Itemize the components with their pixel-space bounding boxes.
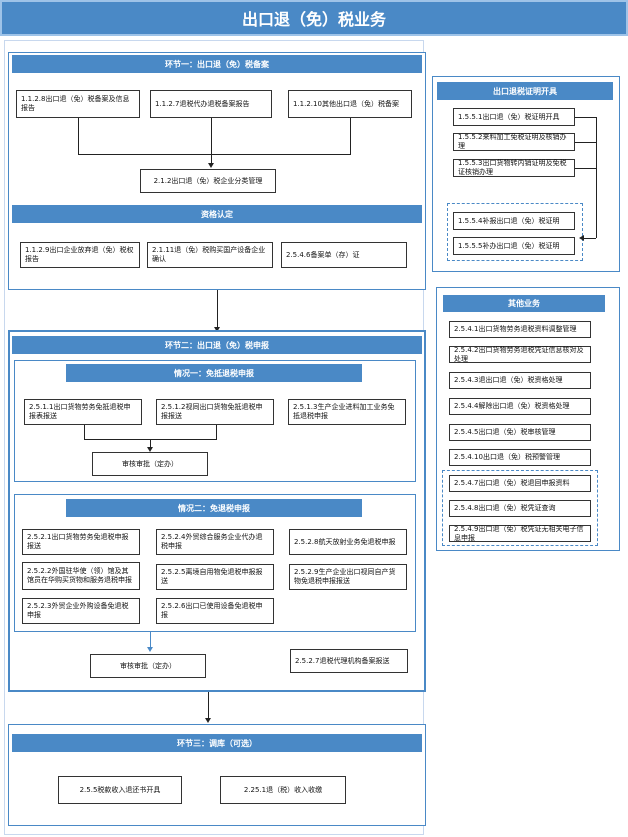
stage1-box-2[interactable]: 1.1.2.7退税代办退税备案报告 — [150, 90, 272, 118]
right2-item-1[interactable]: 2.5.4.1出口货物劳务退税资料调整管理 — [449, 321, 591, 338]
connector — [350, 118, 351, 154]
stage2-sub2-box-2[interactable]: 2.5.2.4外贸综合服务企业代办退税申报 — [156, 529, 274, 555]
stage2-header: 环节二：出口退（免）税申报 — [12, 336, 422, 354]
shared-box-1[interactable]: 1.1.2.9出口企业放弃退（免）税权报告 — [20, 242, 140, 268]
connector — [217, 290, 218, 328]
stage3-box-1[interactable]: 2.5.5税款收入退还书开具 — [58, 776, 182, 804]
stage1-box-3[interactable]: 1.1.2.10其他出口退（免）税备案 — [288, 90, 412, 118]
connector — [575, 142, 596, 143]
stage1-box-4[interactable]: 2.1.2出口退（免）税企业分类管理 — [140, 169, 276, 193]
stage2-sub2-box-5[interactable]: 2.5.2.5离境自用物免退税申报报送 — [156, 564, 274, 590]
stage3-box-2[interactable]: 2.25.1退（税）收入收缴 — [220, 776, 346, 804]
right1-header: 出口退税证明开具 — [437, 82, 613, 100]
right2-item-8[interactable]: 2.5.4.8出口退（免）税凭证查询 — [449, 500, 591, 517]
connector — [78, 118, 79, 154]
shared-box-2[interactable]: 2.1.11退（免）税购买国产设备企业确认 — [147, 242, 273, 268]
connector — [575, 168, 596, 169]
title-bar: 出口退（免）税业务 — [0, 0, 628, 36]
connector — [150, 632, 151, 648]
right2-item-9[interactable]: 2.5.4.9出口退（免）税凭证无相关电子信息申报 — [449, 525, 591, 542]
right2-item-6[interactable]: 2.5.4.10出口退（免）税预警管理 — [449, 449, 591, 466]
right2-item-7[interactable]: 2.5.4.7出口退（免）税退回申报资料 — [449, 475, 591, 492]
stage1-header: 环节一：出口退（免）税备案 — [12, 55, 422, 73]
right1-dashed-group — [447, 203, 583, 261]
stage2-sub2-header: 情况二：免退税申报 — [66, 499, 362, 517]
right2-item-3[interactable]: 2.5.4.3退出口退（免）税资格处理 — [449, 372, 591, 389]
arrow-down-icon — [214, 327, 220, 332]
stage2-sub2-box-4[interactable]: 2.5.2.2外国驻华使（领）馆及其馆员在华购买货物和服务退税申报 — [22, 562, 140, 590]
connector — [84, 425, 85, 439]
stage2-sub2-box-10[interactable]: 审核审批（定办） — [90, 654, 206, 678]
connector — [78, 154, 351, 155]
connector — [216, 425, 217, 439]
stage2-sub2-box-8[interactable]: 2.5.2.6出口已使用设备免退税申报 — [156, 598, 274, 624]
stage2-sub1-box-3[interactable]: 2.5.1.3生产企业进料加工业务免抵退税申报 — [288, 399, 406, 425]
connector — [596, 117, 597, 238]
stage2-sub1-box-4[interactable]: 审核审批（定办） — [92, 452, 208, 476]
right2-item-4[interactable]: 2.5.4.4解除出口退（免）税资格处理 — [449, 398, 591, 415]
connector — [211, 154, 212, 164]
arrow-down-icon — [147, 647, 153, 652]
stage1-box-1[interactable]: 1.1.2.8出口退（免）税备案及信息报告 — [16, 90, 140, 118]
stage2-sub2-box-9[interactable]: 2.5.2.7退税代理机构备案报送 — [290, 649, 408, 673]
right1-item-5[interactable]: 1.5.5.5补办出口退（免）税证明 — [453, 237, 575, 255]
stage2-sub1-header: 情况一：免抵退税申报 — [66, 364, 362, 382]
stage2-sub2-box-3[interactable]: 2.5.2.8航天放射业务免退税申报 — [289, 529, 407, 555]
right1-item-4[interactable]: 1.5.5.4补报出口退（免）税证明 — [453, 212, 575, 230]
arrow-left-icon — [579, 235, 584, 241]
right1-item-2[interactable]: 1.5.5.2来料加工免税证明及核销办理 — [453, 133, 575, 151]
arrow-down-icon — [147, 447, 153, 452]
arrow-down-icon — [205, 718, 211, 723]
right2-item-2[interactable]: 2.5.4.2出口货物劳务退税凭证信息核对及处理 — [449, 346, 591, 363]
right1-item-1[interactable]: 1.5.5.1出口退（免）税证明开具 — [453, 108, 575, 126]
right2-dashed-group — [442, 470, 598, 546]
shared-header: 资格认定 — [12, 205, 422, 223]
stage2-sub2-box-7[interactable]: 2.5.2.3外贸企业外购设备免退税申报 — [22, 598, 140, 624]
right2-item-5[interactable]: 2.5.4.5出口退（免）税审核管理 — [449, 424, 591, 441]
page-title: 出口退（免）税业务 — [241, 10, 386, 29]
arrow-down-icon — [208, 163, 214, 168]
stage2-sub1-box-2[interactable]: 2.5.1.2视同出口货物免抵退税申报报送 — [156, 399, 274, 425]
right2-header: 其他业务 — [443, 295, 605, 312]
right1-item-3[interactable]: 1.5.5.3出口货物转内销证明及免税证核销办理 — [453, 159, 575, 177]
stage2-sub1-box-1[interactable]: 2.5.1.1出口货物劳务免抵退税申报表报送 — [24, 399, 142, 425]
shared-box-3[interactable]: 2.5.4.6备案单（存）证 — [281, 242, 407, 268]
connector — [150, 439, 151, 449]
stage3-header: 环节三：调库（可选） — [12, 734, 422, 752]
connector — [575, 117, 596, 118]
connector — [583, 238, 596, 239]
stage2-sub2-box-6[interactable]: 2.5.2.9生产企业出口视同自产货物免退税申报报送 — [289, 564, 407, 590]
connector — [208, 692, 209, 720]
connector — [211, 118, 212, 154]
stage2-sub2-box-1[interactable]: 2.5.2.1出口货物劳务免退税申报报送 — [22, 529, 140, 555]
